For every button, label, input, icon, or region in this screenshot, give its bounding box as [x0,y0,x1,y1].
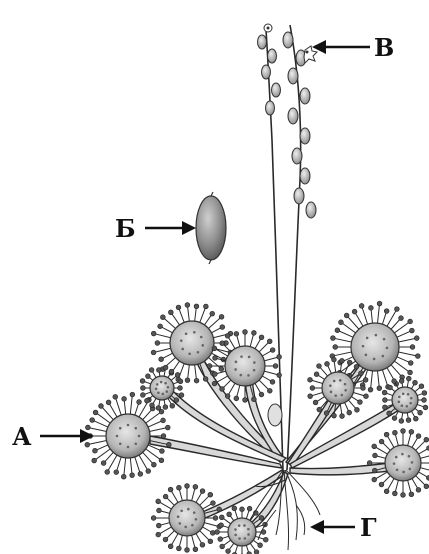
leaf [151,484,221,553]
flower-bud [283,32,293,48]
flower-bud [294,188,304,204]
flower-bud [292,148,302,164]
flower-bud [258,35,267,49]
flower-bud [262,65,271,79]
arrow-b: Б [115,214,196,243]
leaf [367,429,429,498]
leaf [85,392,171,479]
flower-bud [268,49,277,63]
flower-bud [306,202,316,218]
bud-bulb [268,404,282,426]
seed [196,192,226,264]
flower-bud [300,128,310,144]
arrow-g: Г [310,513,377,542]
flower-bud [272,83,281,97]
label-b: Б [115,214,136,243]
flower-bud [266,101,275,115]
label-v: В [374,33,394,62]
flower-bud [288,108,298,124]
flower-bud [300,168,310,184]
leaves [85,301,429,554]
label-a: А [12,422,32,451]
arrow-v: В [312,33,394,62]
flower-buds-left [258,35,281,115]
arrow-a: А [12,422,94,451]
open-flower-top [264,24,272,32]
label-g: Г [360,513,377,542]
open-flower-b [304,46,317,63]
flower-bud [288,68,298,84]
flower-bud [300,88,310,104]
